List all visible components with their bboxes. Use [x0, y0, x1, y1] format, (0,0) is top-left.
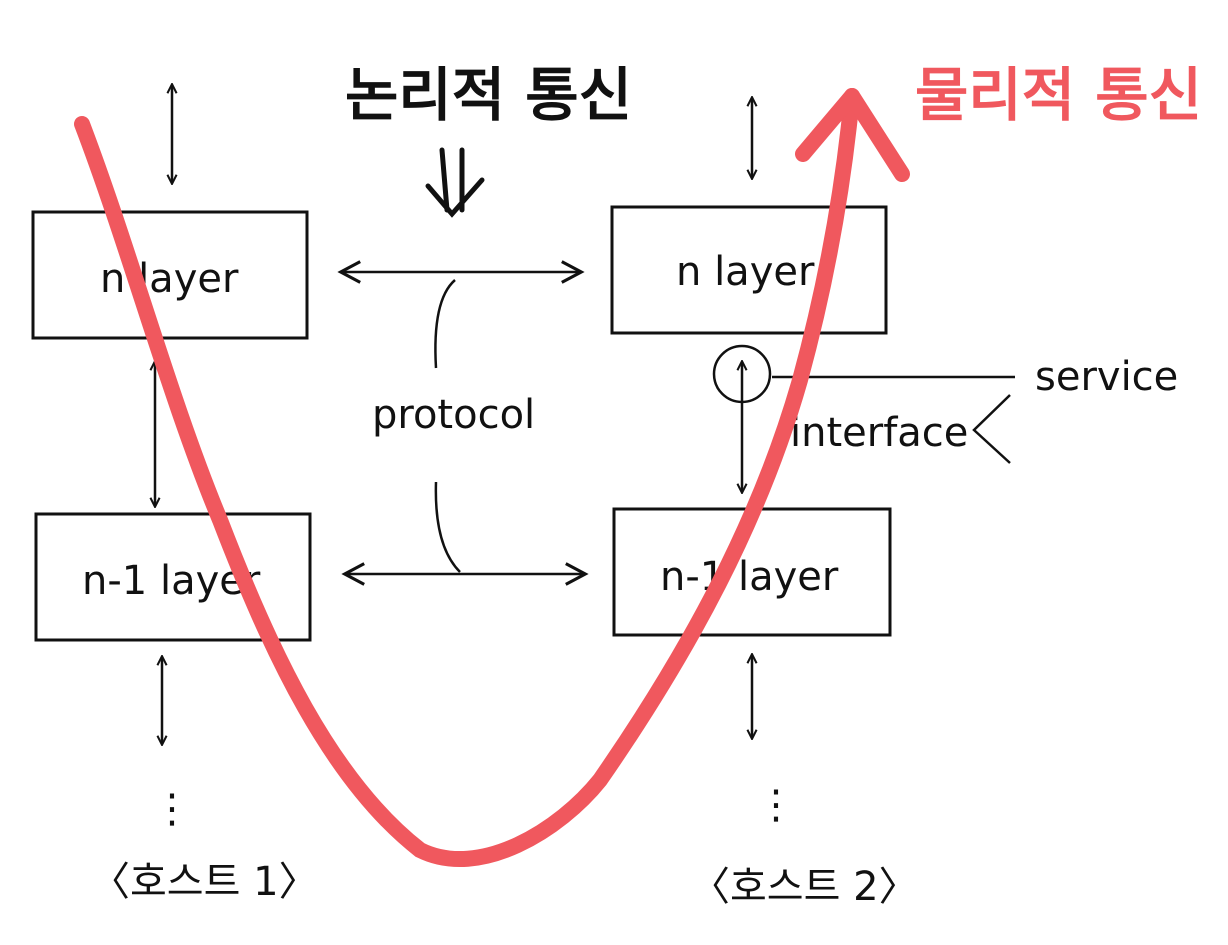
service-label: service [1035, 354, 1178, 400]
host2-n-minus-1-layer-label: n-1 layer [660, 554, 839, 600]
host1-n-minus-1-layer-box [34, 512, 312, 642]
service-access-point-circle [712, 344, 772, 404]
protocol-lower-bracket [434, 481, 461, 573]
host2-ellipsis: ⋮ [756, 782, 796, 828]
protocol-label: protocol [372, 392, 535, 438]
physical-communication-path [74, 88, 860, 867]
host2-n-layer-label: n layer [676, 249, 815, 295]
host1-n-layer-box [31, 210, 309, 340]
host1-n-layer-label: n layer [100, 256, 239, 302]
interface-label: interface [790, 410, 968, 456]
physical-communication-title: 물리적 통신 [915, 61, 1202, 129]
interface-bracket [972, 394, 1011, 464]
double-down-arrow-icon [425, 147, 485, 218]
protocol-upper-bracket [434, 279, 456, 369]
physical-communication-arrowhead-icon [795, 88, 910, 182]
host2-name: 〈호스트 2〉 [690, 864, 919, 910]
host2-n-layer-box [610, 205, 888, 335]
logical-communication-title: 논리적 통신 [345, 61, 632, 129]
host1-ellipsis: ⋮ [152, 786, 192, 832]
host1-name: 〈호스트 1〉 [90, 859, 319, 905]
